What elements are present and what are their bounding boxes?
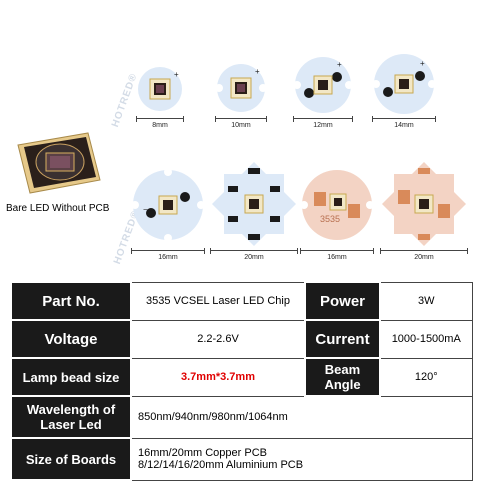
lamp-size-key: Lamp bead size xyxy=(10,357,132,397)
current-key: Current xyxy=(304,319,381,359)
current-value: 1000-1500mA xyxy=(379,319,473,359)
svg-text:−: − xyxy=(143,205,148,214)
voltage-key: Voltage xyxy=(10,319,132,359)
svg-text:+: + xyxy=(420,59,425,68)
board-10mm-image: + xyxy=(215,64,267,112)
size-label-20mm-copper: 20mm xyxy=(380,248,468,261)
svg-text:+: + xyxy=(337,60,342,69)
board-sizes-key: Size of Boards xyxy=(10,437,132,481)
spec-table: Part No. 3535 VCSEL Laser LED Chip Power… xyxy=(10,281,473,481)
table-row: Wavelength of Laser Led 850nm/940nm/980n… xyxy=(10,395,473,439)
board-sizes-value: 16mm/20mm Copper PCB 8/12/14/16/20mm Alu… xyxy=(130,437,473,481)
size-label-8mm: 8mm xyxy=(136,116,184,129)
board-20mm-aluminium-image xyxy=(212,162,296,246)
part-no-value: 3535 VCSEL Laser LED Chip xyxy=(130,281,306,321)
table-row: Size of Boards 16mm/20mm Copper PCB 8/12… xyxy=(10,437,473,481)
svg-text:+: + xyxy=(255,67,260,76)
table-row: Part No. 3535 VCSEL Laser LED Chip Power… xyxy=(10,281,473,321)
wavelength-key: Wavelength of Laser Led xyxy=(10,395,132,439)
part-no-key: Part No. xyxy=(10,281,132,321)
beam-angle-key: Beam Angle xyxy=(304,357,381,397)
size-label-16mm-aluminium: 16mm xyxy=(131,248,205,261)
board-sizes-line-copper: 16mm/20mm Copper PCB xyxy=(138,447,267,459)
board-print: 3535 xyxy=(320,214,340,224)
svg-text:+: + xyxy=(174,70,179,79)
wavelength-value: 850nm/940nm/980nm/1064nm xyxy=(130,395,473,439)
board-14mm-image: + xyxy=(372,54,436,114)
size-label-10mm: 10mm xyxy=(215,116,267,129)
beam-angle-value: 120° xyxy=(379,357,473,397)
voltage-value: 2.2-2.6V xyxy=(130,319,306,359)
bare-led-image xyxy=(17,132,101,194)
size-label-16mm-copper: 16mm xyxy=(300,248,374,261)
size-label-20mm-aluminium: 20mm xyxy=(210,248,298,261)
bare-led-label: Bare LED Without PCB xyxy=(6,203,110,214)
power-value: 3W xyxy=(379,281,473,321)
table-row: Voltage 2.2-2.6V Current 1000-1500mA xyxy=(10,319,473,359)
power-key: Power xyxy=(304,281,381,321)
table-row: Lamp bead size 3.7mm*3.7mm Beam Angle 12… xyxy=(10,357,473,397)
board-16mm-copper-image: 3535 xyxy=(300,170,374,240)
board-8mm-image: + xyxy=(138,67,182,111)
size-label-14mm: 14mm xyxy=(372,116,436,129)
board-12mm-image: + xyxy=(293,57,353,113)
board-16mm-aluminium-image: − xyxy=(131,168,205,242)
lamp-size-value: 3.7mm*3.7mm xyxy=(130,357,306,397)
board-20mm-copper-image xyxy=(382,162,466,246)
board-sizes-line-aluminium: 8/12/14/16/20mm Aluminium PCB xyxy=(138,459,304,471)
size-label-12mm: 12mm xyxy=(293,116,353,129)
